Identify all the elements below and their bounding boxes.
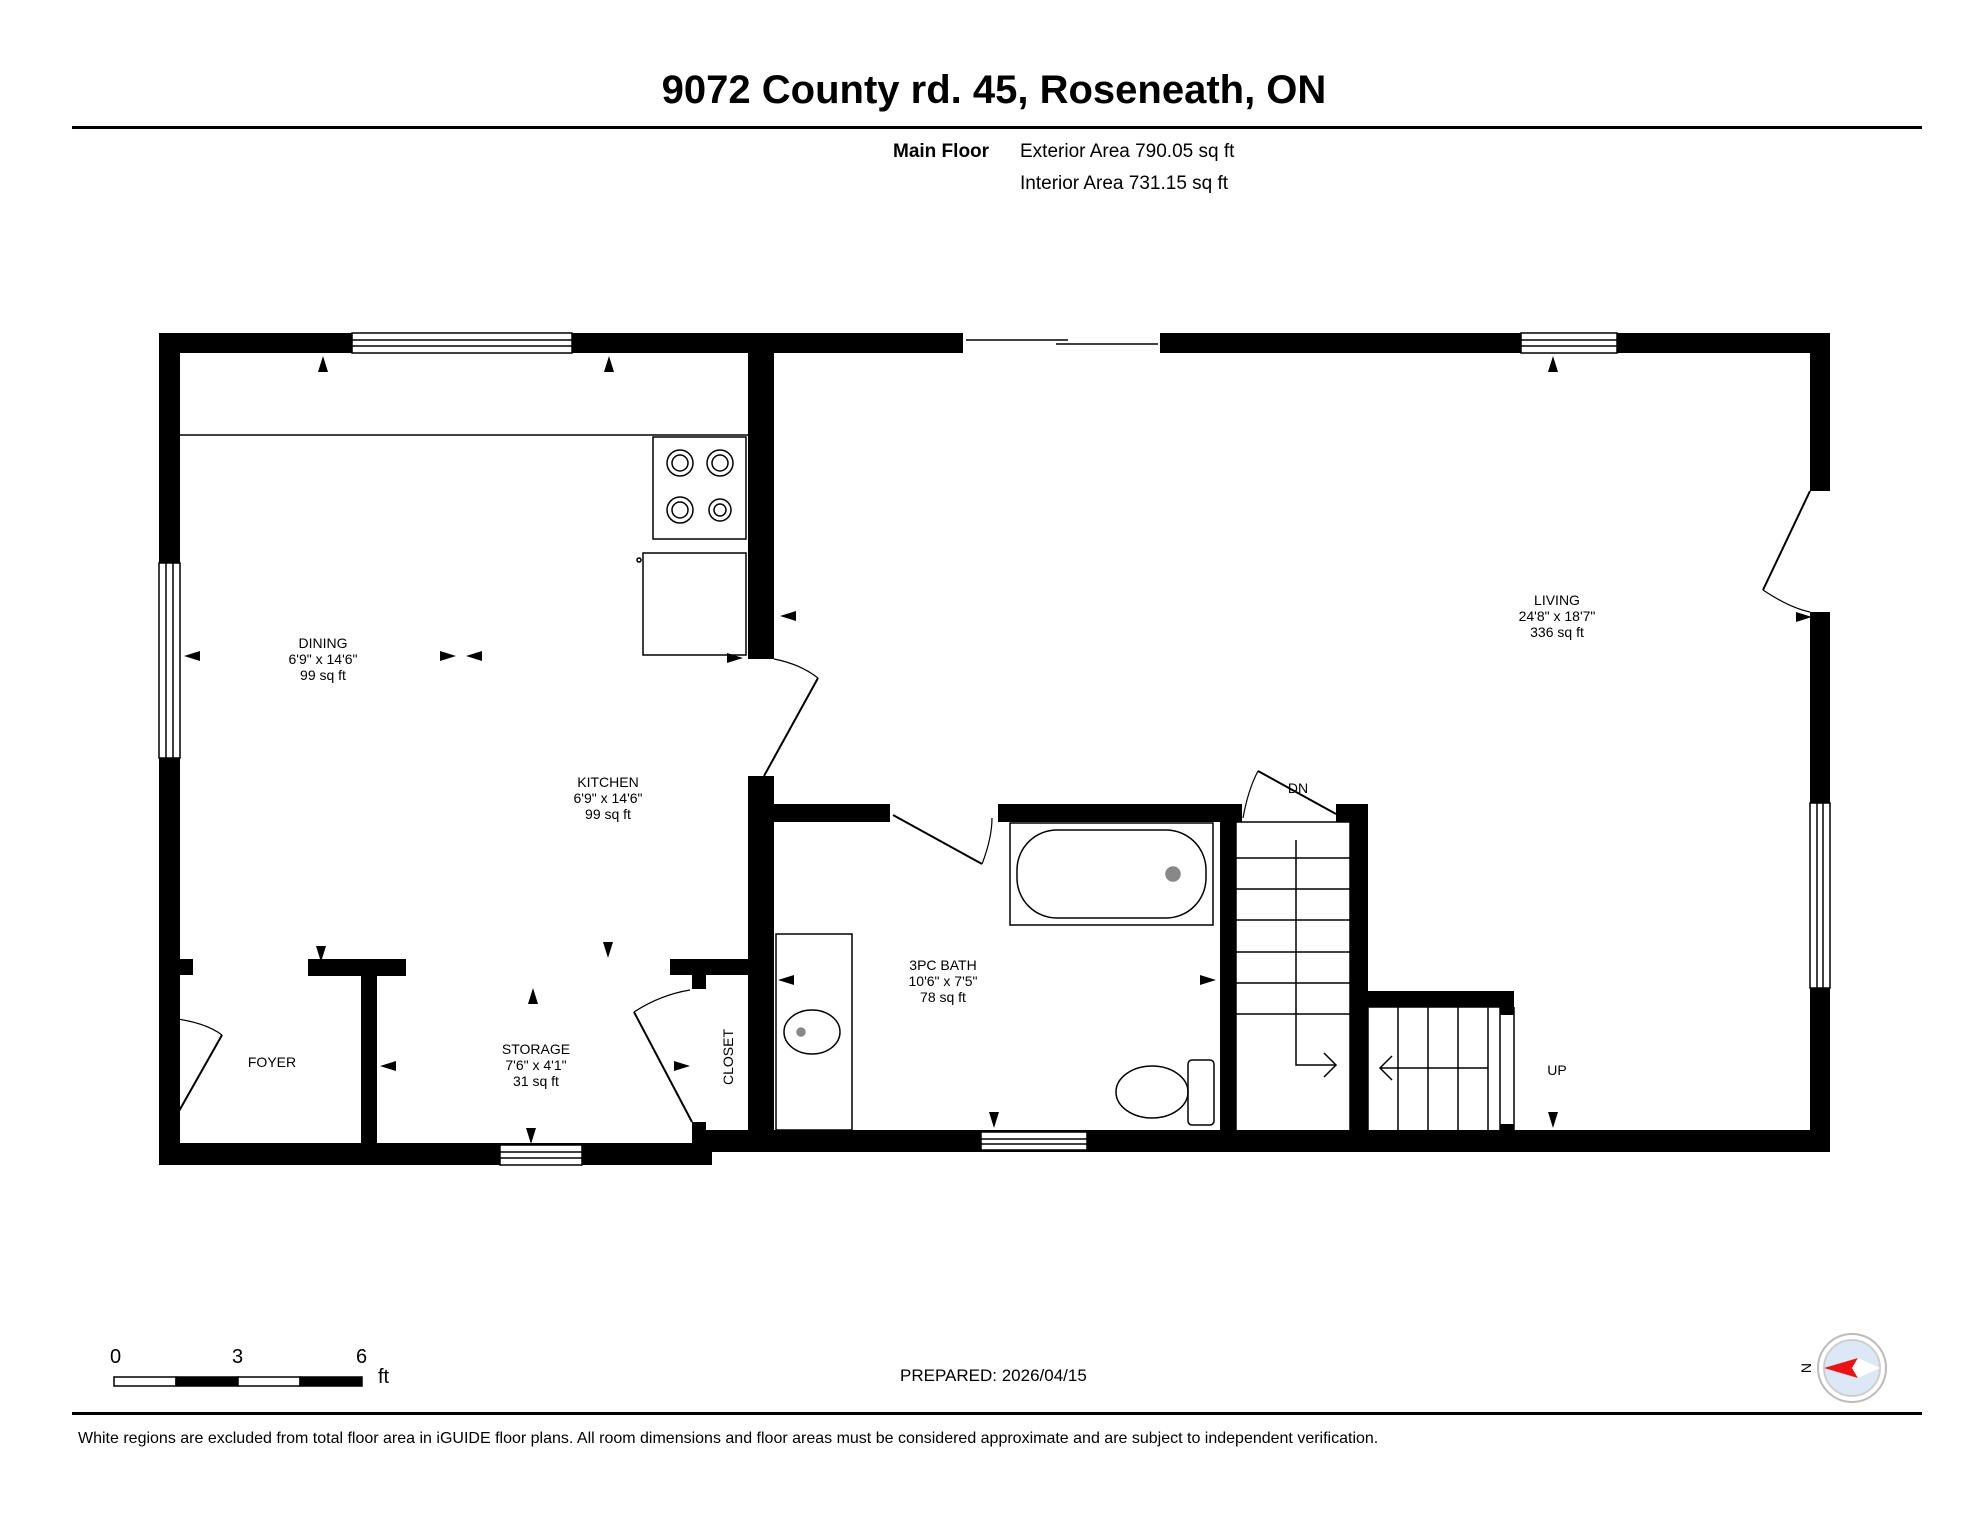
bath-fixtures <box>775 822 1215 1131</box>
wall-stair-top <box>1336 804 1368 822</box>
storage-dims: 7'6" x 4'1" <box>505 1057 566 1073</box>
vanity-icon <box>775 933 853 1131</box>
wall-bottom-right <box>700 1130 1830 1152</box>
stairs-up <box>1367 1006 1515 1133</box>
exterior-area: Exterior Area 790.05 sq ft <box>1020 141 1235 162</box>
window-bath-bottom <box>980 1131 1088 1151</box>
door-closet <box>633 1011 693 1123</box>
dining-area: 99 sq ft <box>300 667 346 683</box>
view-arrows <box>184 356 1812 1144</box>
window-living-right <box>1809 802 1831 989</box>
floor-name: Main Floor <box>893 141 990 162</box>
scale-unit: ft <box>378 1366 390 1388</box>
wall-bottom-left <box>159 1143 712 1165</box>
compass-icon: N <box>1798 1333 1887 1403</box>
dining-name: DINING <box>299 635 348 651</box>
doors <box>169 490 1811 1128</box>
storage-area: 31 sq ft <box>513 1073 559 1089</box>
foyer-name: FOYER <box>248 1054 296 1070</box>
wall-stair-jamb-low <box>1500 1124 1514 1134</box>
kitchen-fixtures <box>180 434 748 656</box>
exterior-walls <box>159 333 1830 1165</box>
scale-bar <box>113 1376 363 1387</box>
compass-north: N <box>1798 1363 1814 1373</box>
wall-kitchen-living <box>748 353 774 659</box>
plan-title: 9072 County rd. 45, Roseneath, ON <box>661 68 1327 112</box>
fridge-icon <box>642 552 747 656</box>
living-area: 336 sq ft <box>1530 624 1584 640</box>
wall-foyer-top <box>308 959 406 976</box>
bath-area: 78 sq ft <box>920 989 966 1005</box>
window-dining-left <box>158 562 181 759</box>
footer-rule <box>72 1412 1922 1415</box>
room-labels: DINING 6'9" x 14'6" 99 sq ft KITCHEN 6'9… <box>248 592 1596 1089</box>
wall-closet-top <box>670 959 748 975</box>
wall-bath-top-a <box>774 804 890 822</box>
closet-name: CLOSET <box>720 1029 736 1085</box>
stove-icon <box>652 436 747 540</box>
bath-name: 3PC BATH <box>909 957 976 973</box>
living-name: LIVING <box>1534 592 1580 608</box>
wall-bath-top-b <box>998 804 1242 822</box>
window-dining-top <box>351 332 573 354</box>
interior-area: Interior Area 731.15 sq ft <box>1020 173 1229 194</box>
prepared-date: PREPARED: 2026/04/15 <box>900 1366 1087 1385</box>
door-foyer <box>169 1034 223 1128</box>
bath-dims: 10'6" x 7'5" <box>909 973 978 989</box>
dining-dims: 6'9" x 14'6" <box>289 651 358 667</box>
header-rule <box>72 126 1922 129</box>
stairs-up-label: UP <box>1547 1062 1566 1078</box>
wall-top-right <box>1160 333 1830 353</box>
window-living-top <box>1520 332 1618 354</box>
wall-bath-stair <box>1220 822 1236 1132</box>
kitchen-dims: 6'9" x 14'6" <box>574 790 643 806</box>
kitchen-name: KITCHEN <box>577 774 638 790</box>
living-dims: 24'8" x 18'7" <box>1519 608 1596 624</box>
wall-stair-jamb <box>1500 991 1514 1015</box>
wall-stair-landing <box>1368 991 1514 1007</box>
door-living-side <box>1762 490 1811 591</box>
wall-stair-mid <box>1350 822 1368 1132</box>
door-stair <box>1257 770 1337 815</box>
wall-foyer-jamb <box>179 959 193 975</box>
wall-right-upper <box>1810 333 1830 491</box>
wall-bath-left <box>748 776 774 1136</box>
scale-tick-6: 6 <box>356 1346 368 1368</box>
wall-foyer-storage <box>361 976 377 1146</box>
scale-tick-0: 0 <box>110 1346 122 1368</box>
wall-closet-jamb <box>692 975 706 989</box>
disclaimer: White regions are excluded from total fl… <box>78 1430 1379 1447</box>
bathtub-icon <box>1009 822 1214 926</box>
door-kitchen-living <box>763 677 819 777</box>
stairs-down-label: DN <box>1288 780 1308 796</box>
scale-tick-3: 3 <box>232 1346 244 1368</box>
toilet-icon <box>1115 1065 1189 1119</box>
windows <box>158 332 1831 1166</box>
kitchen-area: 99 sq ft <box>585 806 631 822</box>
window-storage-bottom <box>499 1144 583 1166</box>
wall-closet-jamb-low <box>692 1122 706 1144</box>
stairs-down <box>1235 821 1351 1133</box>
storage-name: STORAGE <box>502 1041 570 1057</box>
sliding-door <box>966 339 1158 345</box>
door-bath <box>892 814 983 865</box>
interior-walls <box>179 353 1514 1146</box>
